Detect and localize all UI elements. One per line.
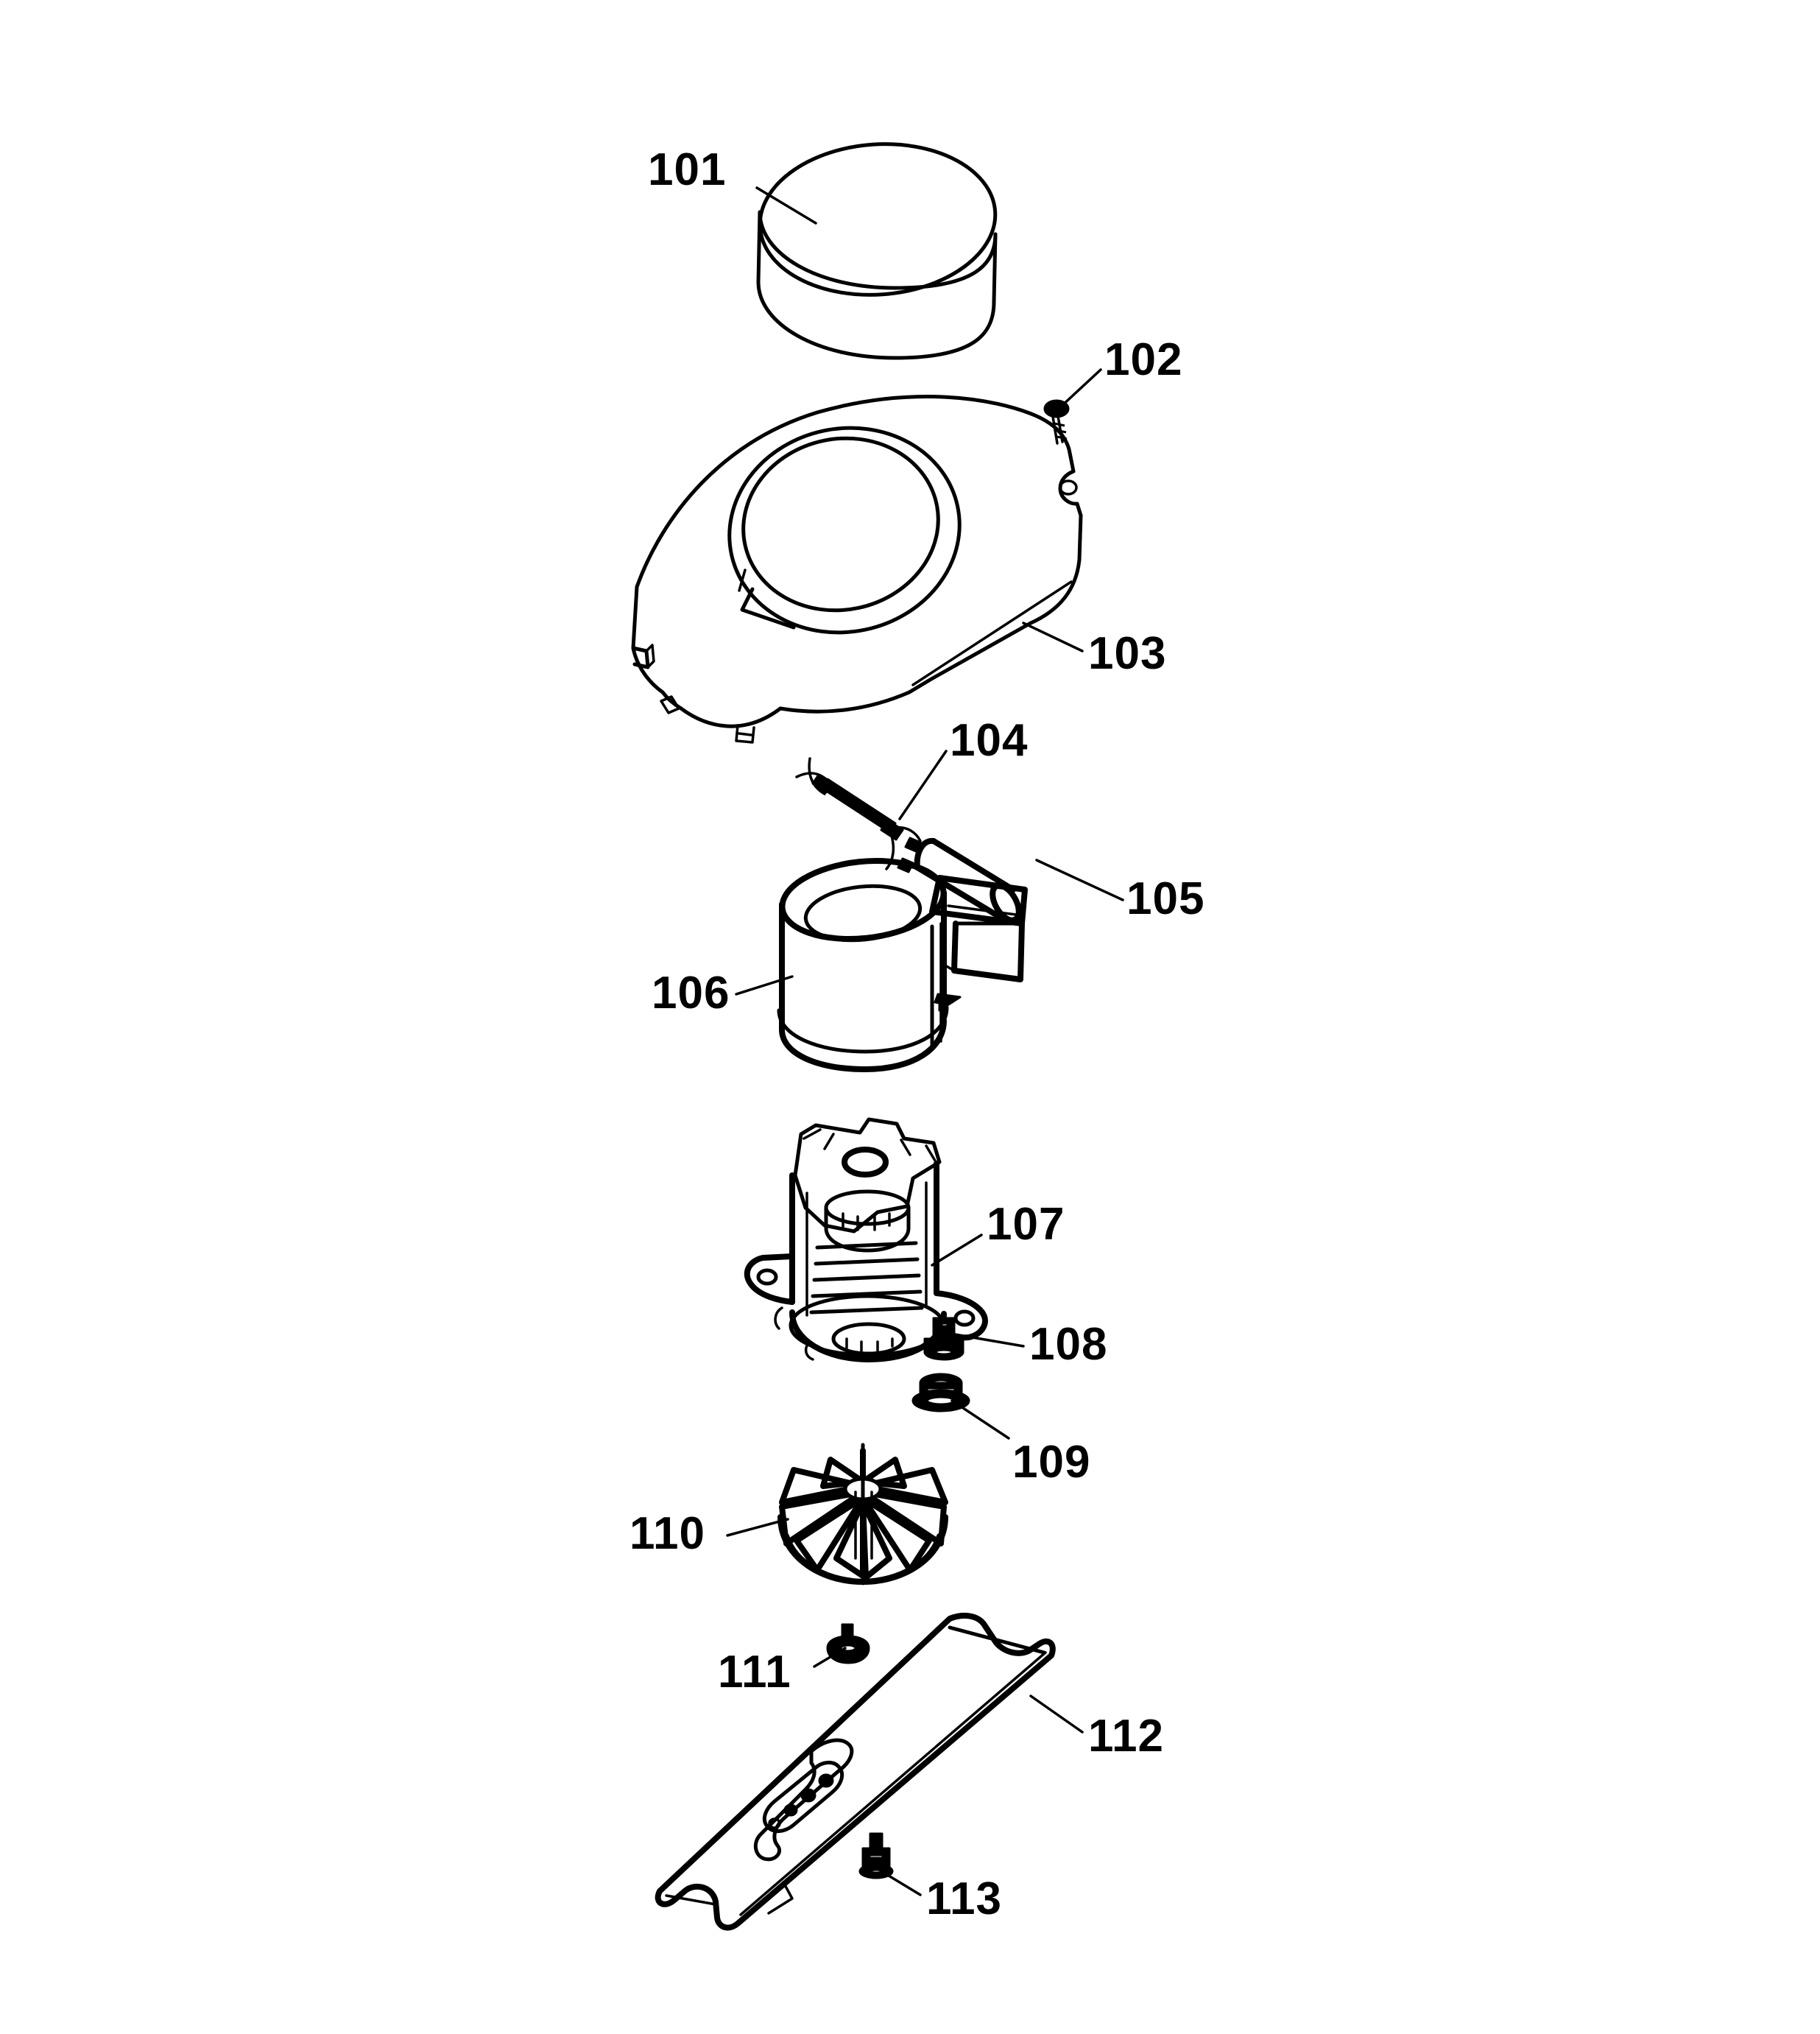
leader-lines-group — [726, 186, 1124, 1896]
callout-label-112: 112 — [1088, 1711, 1165, 1762]
callout-label-108: 108 — [1029, 1319, 1108, 1370]
leader-line-105 — [1035, 859, 1124, 901]
callout-label-109: 109 — [1012, 1437, 1091, 1488]
leader-line-104 — [898, 750, 948, 820]
leader-line-109 — [950, 1399, 1010, 1440]
part-106-motor-shroud-mount — [777, 858, 1028, 1072]
callout-label-102: 102 — [1104, 334, 1183, 385]
part-108-motor-shaft-screw — [923, 1317, 964, 1361]
leader-line-110 — [726, 1518, 789, 1537]
part-110-cooling-fan-impeller — [777, 1443, 948, 1586]
part-111-blade-upper-bolt — [826, 1623, 870, 1664]
leader-line-107 — [931, 1234, 983, 1267]
part-112-cutting-blade — [655, 1612, 1056, 1931]
leader-line-113 — [887, 1874, 922, 1896]
callout-label-103: 103 — [1088, 628, 1167, 679]
callout-label-104: 104 — [950, 715, 1029, 766]
leader-line-106 — [735, 975, 794, 996]
part-113-blade-lower-bolt — [858, 1832, 894, 1879]
part-104-wire-harness — [795, 757, 922, 870]
callout-label-101: 101 — [648, 144, 727, 195]
leader-line-112 — [1029, 1695, 1084, 1734]
part-101-motor-cap-cover — [756, 142, 998, 360]
leader-line-101 — [755, 186, 817, 225]
callout-label-107: 107 — [987, 1199, 1065, 1250]
callout-label-106: 106 — [652, 968, 730, 1018]
leader-line-103 — [1022, 622, 1084, 652]
part-109-shaft-washer-bushing — [911, 1373, 970, 1412]
callout-label-113: 113 — [926, 1873, 1003, 1924]
leader-line-108 — [953, 1333, 1025, 1348]
callout-label-110: 110 — [629, 1508, 706, 1559]
callout-label-105: 105 — [1126, 873, 1205, 924]
part-103-fan-housing-cover — [631, 395, 1083, 744]
part-107-electric-motor — [744, 1117, 988, 1362]
leader-line-111 — [813, 1647, 847, 1668]
callout-label-111: 111 — [718, 1647, 791, 1697]
leader-line-102 — [1059, 368, 1102, 409]
